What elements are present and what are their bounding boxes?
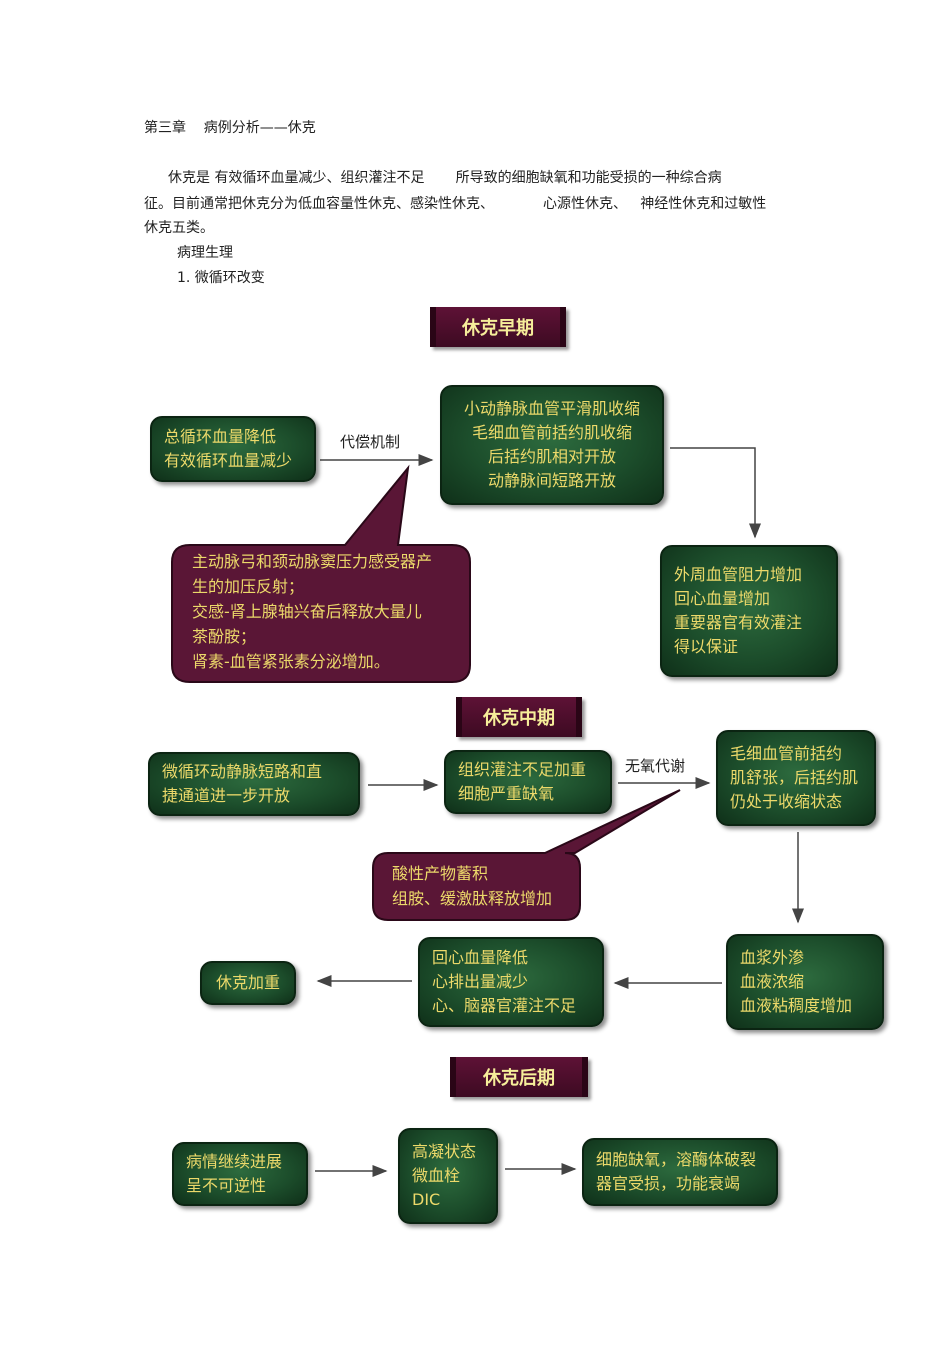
middle-box-shock-worsens: 休克加重: [200, 961, 296, 1005]
middle-box-e-line: 心排出量减少: [432, 972, 529, 991]
middle-box-d-line: 血液粘稠度增加: [740, 996, 853, 1015]
early-box-c-line: 得以保证: [674, 637, 739, 656]
late-box-b-line: 高凝状态: [412, 1142, 477, 1161]
late-box-b-line: 微血栓: [412, 1166, 461, 1185]
early-bubble-line: 生的加压反射；: [192, 577, 305, 596]
early-box-c-line: 回心血量增加: [674, 589, 771, 608]
early-stage-banner: 休克早期: [430, 307, 566, 347]
middle-bubble-line: 组胺、缓激肽释放增加: [392, 889, 553, 908]
late-box-irreversible: 病情继续进展 呈不可逆性: [172, 1142, 308, 1206]
early-arrow-b-c: [670, 447, 761, 539]
middle-box-f-line: 休克加重: [215, 973, 280, 992]
middle-box-c-line: 肌舒张，后括约肌: [730, 768, 859, 787]
early-box-vessel-constriction: 小动静脉血管平滑肌收缩 毛细血管前括约肌收缩 后括约肌相对开放 动静脉间短路开放: [440, 385, 664, 505]
early-box-a-line: 有效循环血量减少: [164, 451, 293, 470]
early-bubble-text: 主动脉弓和颈动脉窦压力感受器产 生的加压反射； 交感-肾上腺轴兴奋后释放大量儿 …: [192, 549, 432, 674]
middle-box-shunt-open: 微循环动静脉短路和直 捷通道进一步开放: [148, 752, 360, 816]
early-box-compensation-result: 外周血管阻力增加 回心血量增加 重要器官有效灌注 得以保证: [660, 545, 838, 677]
late-box-b-line: DIC: [412, 1190, 441, 1209]
middle-arrow-label: 无氧代谢: [625, 757, 686, 775]
middle-box-e-line: 回心血量降低: [432, 948, 529, 967]
early-speech-bubble: [171, 464, 471, 683]
section-heading: 病理生理: [177, 245, 233, 261]
early-box-b-line: 毛细血管前括约肌收缩: [471, 423, 632, 442]
middle-box-a-line: 捷通道进一步开放: [162, 786, 291, 805]
early-box-a-line: 总循环血量降低: [164, 427, 277, 446]
middle-bubble-line: 酸性产物蓄积: [392, 864, 489, 883]
middle-box-sphincter-state: 毛细血管前括约 肌舒张，后括约肌 仍处于收缩状态: [716, 730, 876, 826]
middle-stage-banner: 休克中期: [456, 697, 582, 737]
early-bubble-line: 主动脉弓和颈动脉窦压力感受器产: [192, 552, 433, 571]
middle-box-e-line: 心、脑器官灌注不足: [432, 996, 577, 1015]
late-stage-banner: 休克后期: [450, 1057, 588, 1097]
middle-box-b-line: 组织灌注不足加重: [458, 760, 587, 779]
early-box-b-line: 后括约肌相对开放: [487, 447, 616, 466]
early-bubble-line: 茶酚胺；: [192, 627, 257, 646]
middle-box-c-line: 仍处于收缩状态: [730, 792, 843, 811]
middle-box-d-line: 血浆外渗: [740, 948, 805, 967]
early-box-b-line: 小动静脉血管平滑肌收缩: [463, 399, 640, 418]
middle-box-hypoxia: 组织灌注不足加重 细胞严重缺氧: [444, 750, 612, 814]
middle-box-c-line: 毛细血管前括约: [730, 744, 843, 763]
middle-box-d-line: 血液浓缩: [740, 972, 805, 991]
late-box-c-line: 细胞缺氧，溶酶体破裂: [596, 1150, 757, 1169]
late-box-coagulation: 高凝状态 微血栓 DIC: [398, 1128, 498, 1224]
middle-box-cardiac-output: 回心血量降低 心排出量减少 心、脑器官灌注不足: [418, 937, 604, 1027]
intro-line-3: 休克五类。: [144, 220, 214, 236]
intro-line-1: 休克是 有效循环血量减少、组织灌注不足 所导致的细胞缺氧和功能受损的一种综合病: [168, 170, 722, 186]
early-box-c-line: 重要器官有效灌注: [674, 613, 803, 632]
early-box-blood-volume: 总循环血量降低 有效循环血量减少: [150, 416, 316, 482]
middle-speech-bubble: [372, 789, 681, 921]
late-box-a-line: 呈不可逆性: [186, 1176, 267, 1195]
middle-box-b-line: 细胞严重缺氧: [458, 784, 555, 803]
middle-bubble-text: 酸性产物蓄积 组胺、缓激肽释放增加: [392, 861, 552, 911]
page-title: 第三章 病例分析——休克: [144, 120, 316, 136]
early-bubble-line: 肾素-血管紧张素分泌增加。: [192, 652, 390, 671]
late-box-a-line: 病情继续进展: [186, 1152, 283, 1171]
late-box-c-line: 器官受损，功能衰竭: [596, 1174, 741, 1193]
subsection-heading: 1. 微循环改变: [177, 270, 265, 286]
early-bubble-line: 交感-肾上腺轴兴奋后释放大量儿: [192, 602, 422, 621]
late-box-organ-failure: 细胞缺氧，溶酶体破裂 器官受损，功能衰竭: [582, 1138, 778, 1206]
early-arrow-label: 代偿机制: [340, 433, 401, 451]
intro-line-2: 征。目前通常把休克分为低血容量性休克、感染性休克、 心源性休克、 神经性休克和过…: [144, 196, 767, 212]
middle-box-plasma-leak: 血浆外渗 血液浓缩 血液粘稠度增加: [726, 934, 884, 1030]
middle-box-a-line: 微循环动静脉短路和直: [162, 762, 323, 781]
early-box-c-line: 外周血管阻力增加: [674, 565, 803, 584]
early-box-b-line: 动静脉间短路开放: [487, 471, 616, 490]
